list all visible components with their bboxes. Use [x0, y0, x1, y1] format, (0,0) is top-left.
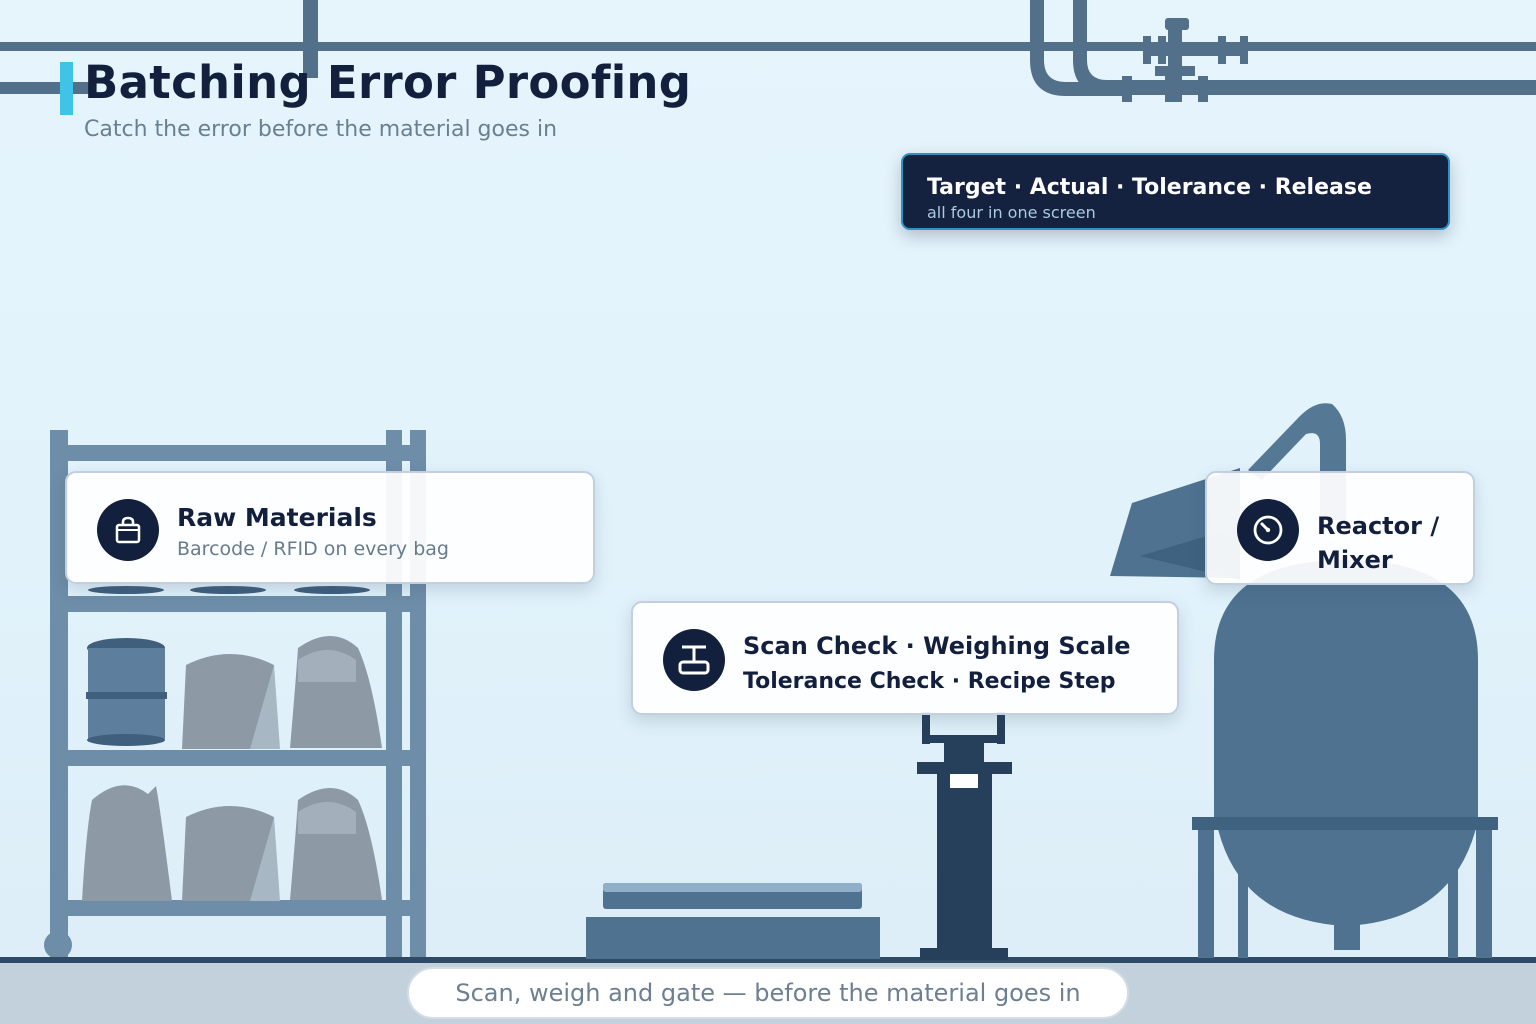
platform-scale: [586, 883, 880, 959]
weighing-column: [917, 712, 1012, 960]
raw-materials-subtitle: Barcode / RFID on every bag: [177, 538, 449, 560]
overhead-pipes: [0, 0, 1536, 102]
scan-check-card: Scan Check · Weighing Scale Tolerance Ch…: [631, 601, 1179, 715]
footer-caption: Scan, weigh and gate — before the materi…: [407, 967, 1129, 1019]
floor-line: [0, 957, 1536, 963]
reactor-title-line1: Reactor /: [1317, 512, 1440, 540]
title-accent-bar: [60, 62, 73, 115]
gauge-icon: [1237, 499, 1299, 561]
storage-shelf: [44, 430, 426, 960]
scale-icon: [663, 629, 725, 691]
reactor-vessel: [1110, 403, 1498, 958]
banner-title: Target · Actual · Tolerance · Release: [927, 175, 1372, 200]
bag-icon: [97, 499, 159, 561]
page-title: Batching Error Proofing: [84, 56, 692, 109]
page-subtitle: Catch the error before the material goes…: [84, 117, 558, 142]
reactor-title-line2: Mixer: [1317, 546, 1393, 574]
raw-materials-title: Raw Materials: [177, 503, 377, 532]
raw-materials-card: Raw Materials Barcode / RFID on every ba…: [65, 471, 595, 584]
scan-check-line2: Tolerance Check · Recipe Step: [743, 669, 1116, 694]
release-banner: Target · Actual · Tolerance · Release al…: [901, 153, 1450, 230]
banner-subtitle: all four in one screen: [927, 203, 1096, 222]
reactor-mixer-card: Reactor / Mixer: [1205, 471, 1475, 585]
scan-check-line1: Scan Check · Weighing Scale: [743, 632, 1131, 660]
